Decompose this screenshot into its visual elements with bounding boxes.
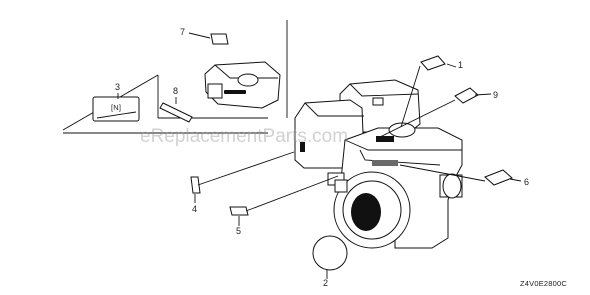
callout-1: 1 xyxy=(458,60,463,70)
leader-lines xyxy=(117,32,522,279)
recoil-starter xyxy=(327,171,411,249)
part-4-label xyxy=(190,176,201,194)
watermark: eReplacementParts.com xyxy=(140,126,348,147)
crankshaft-boss xyxy=(439,173,463,199)
part-2-round-decal xyxy=(312,235,348,271)
callout-8: 8 xyxy=(173,86,178,96)
callout-2: 2 xyxy=(323,278,328,288)
callout-7: 7 xyxy=(180,27,185,37)
callout-9: 9 xyxy=(493,90,498,100)
callout-3: 3 xyxy=(115,82,120,92)
air-cleaner-cover xyxy=(204,61,281,109)
diagram-code: Z4V0E2800C xyxy=(520,279,567,288)
part-9-label xyxy=(454,87,479,104)
part-8-strip-label xyxy=(159,102,193,123)
callout-6: 6 xyxy=(524,177,529,187)
emblem-text: [N] xyxy=(111,103,121,112)
part-7-label xyxy=(210,33,229,45)
part-3-emblem: [N] xyxy=(92,96,140,122)
part-6-label xyxy=(484,169,513,186)
part-5-label xyxy=(229,206,249,216)
callouts: 1 2 3 4 5 6 7 8 9 xyxy=(115,27,529,288)
callout-4: 4 xyxy=(192,204,197,214)
part-1-label xyxy=(420,55,446,71)
callout-5: 5 xyxy=(236,226,241,236)
